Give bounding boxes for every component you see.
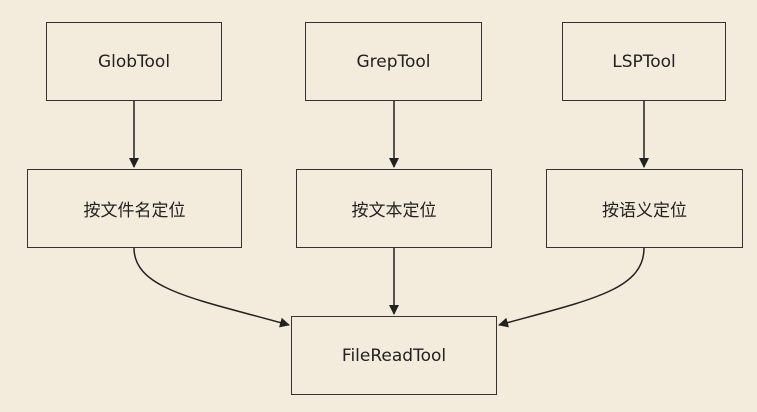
edge-semantic-to-read xyxy=(498,247,645,328)
edge-filename-to-read xyxy=(133,247,290,328)
node-globtool: GlobTool xyxy=(46,22,222,101)
node-greptool: GrepTool xyxy=(305,22,482,101)
node-label: 按文本定位 xyxy=(351,201,437,221)
node-lsptool: LSPTool xyxy=(562,22,726,101)
node-label: 按文件名定位 xyxy=(83,201,186,221)
node-label: GrepTool xyxy=(356,51,431,72)
node-locate-by-text: 按文本定位 xyxy=(296,169,492,248)
node-filereadtool: FileReadTool xyxy=(291,316,497,395)
node-label: LSPTool xyxy=(612,51,676,72)
node-locate-by-semantic: 按语义定位 xyxy=(546,169,743,248)
node-locate-by-filename: 按文件名定位 xyxy=(27,169,242,248)
node-label: FileReadTool xyxy=(341,345,447,366)
node-label: 按语义定位 xyxy=(602,201,687,221)
node-label: GlobTool xyxy=(97,51,171,72)
